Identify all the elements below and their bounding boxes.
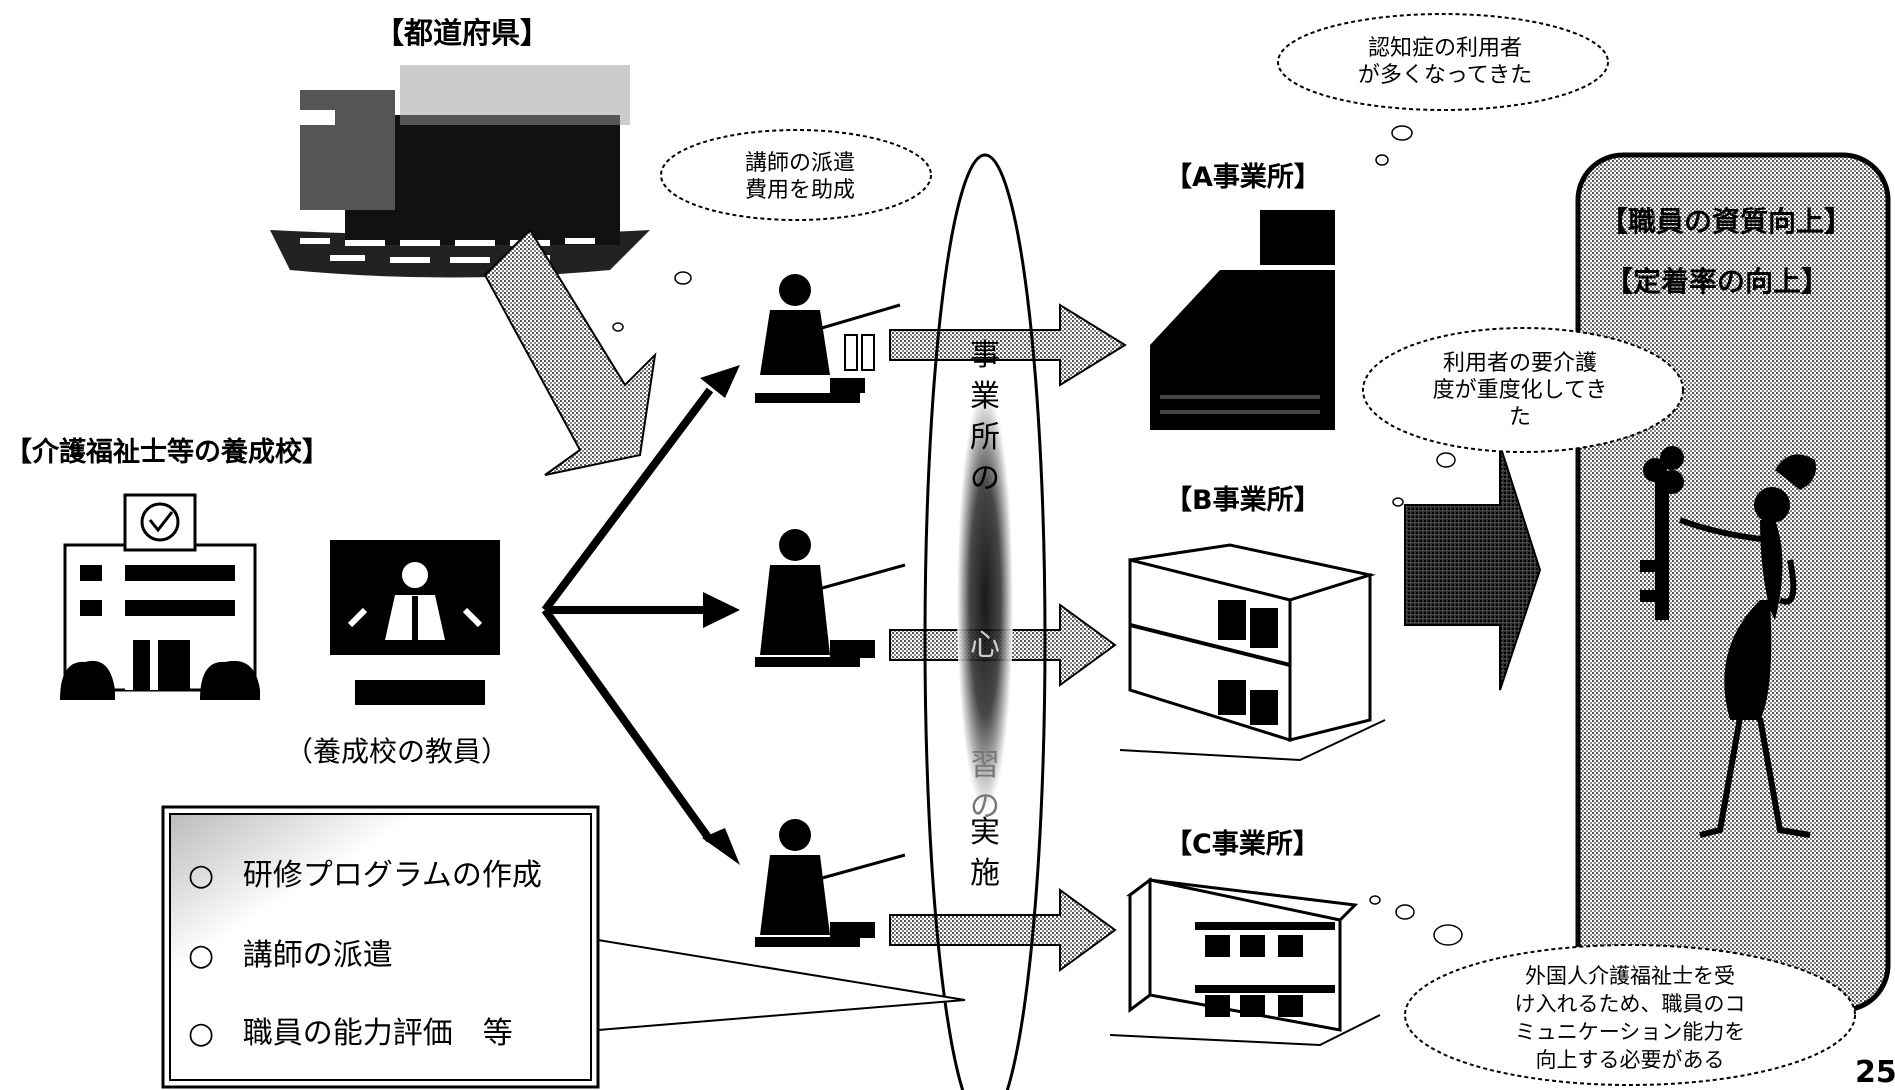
support-item-program: ○ 研修プログラムの作成	[188, 858, 542, 893]
cloud-subsidy	[612, 129, 932, 332]
cloud-dementia-text: 認知症の利用者が多くなってきた	[1357, 36, 1533, 88]
cloud-subsidy-text: 講師の派遣費用を助成	[744, 151, 855, 203]
prefecture-label: 【都道府県】	[375, 16, 550, 50]
office-a-label: 【A事業所】	[1165, 162, 1321, 193]
cloud-dementia	[1277, 13, 1609, 166]
prefecture-building-illustration	[270, 65, 650, 278]
support-box	[161, 805, 966, 1089]
lecturer-a-illustration	[755, 274, 901, 403]
lecturer-b-illustration	[755, 529, 906, 667]
support-item-evaluation: ○ 職員の能力評価 等	[188, 1016, 513, 1051]
cloud-care-level	[1362, 327, 1684, 507]
page-number: 25	[1855, 1055, 1895, 1090]
teacher-caption: （養成校の教員）	[285, 735, 510, 768]
office-c-label: 【C事業所】	[1165, 829, 1320, 860]
office-b-label: 【B事業所】	[1165, 485, 1321, 516]
support-item-dispatch: ○ 講師の派遣	[188, 938, 393, 973]
school-label: 【介護福祉士等の養成校】	[5, 437, 329, 468]
teacher-board-illustration	[330, 540, 500, 705]
band-fragment-mid: 心	[970, 628, 1000, 663]
band-text-bottom: 実 施	[970, 815, 1000, 891]
dispatch-arrow-heads	[700, 365, 740, 865]
cloud-foreign	[1369, 895, 1856, 1086]
quality-up-label: 【職員の資質向上】	[1600, 205, 1853, 238]
band-fragment-low: 習の	[970, 748, 1000, 824]
lecturer-c-illustration	[755, 819, 906, 947]
retention-up-label: 【定着率の向上】	[1605, 265, 1830, 298]
office-a-illustration	[1150, 210, 1335, 430]
office-b-illustration	[1119, 543, 1386, 762]
result-arrow	[1404, 444, 1542, 691]
cloud-foreign-text: 外国人介護福祉士を受け入れるため、職員のコミュニケーション能力を向上する必要があ…	[1514, 964, 1746, 1072]
band-text-top: 事 業 所 の	[970, 338, 1000, 496]
funding-arrow	[483, 228, 657, 476]
cloud-care-level-text: 利用者の要介護度が重度化してきた	[1432, 351, 1608, 430]
office-c-illustration	[1109, 877, 1381, 1047]
school-building-illustration	[60, 493, 260, 700]
dispatch-arrows	[541, 387, 714, 843]
onsite-training-band	[923, 153, 1047, 1090]
